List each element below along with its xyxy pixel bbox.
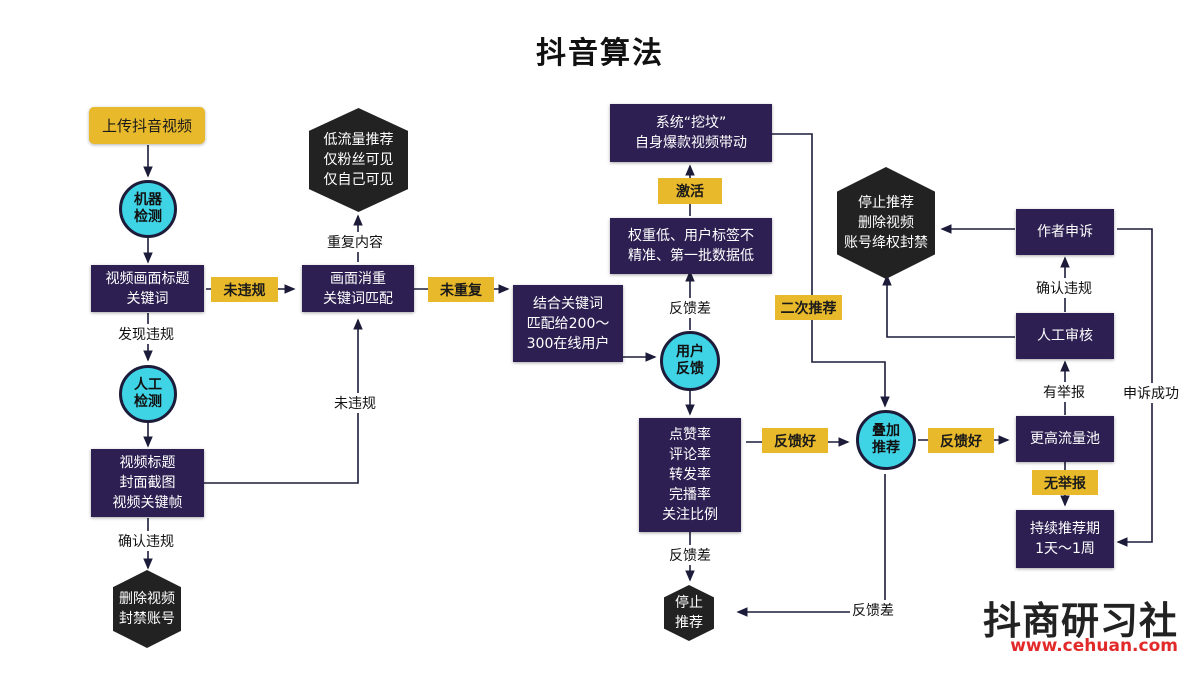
label-has-report: 有举报 (1041, 382, 1087, 402)
machine-check-line-1: 机器 (134, 192, 162, 208)
stop-recommend-node: 停止 推荐 (664, 585, 714, 641)
user-feedback-line-2: 反馈 (676, 361, 704, 377)
low-weight-line-1: 权重低、用户标签不 (628, 228, 754, 244)
dig-grave-node: 系统“挖坟” 自身爆款视频带动 (610, 104, 772, 162)
manual-check-line-1: 人工 (134, 377, 162, 393)
tag-good-feedback-2: 反馈好 (928, 428, 994, 453)
arrow-grave-to-stack (772, 133, 890, 408)
arrow-review-to-ban (882, 274, 1015, 338)
stop-delete-ban-line-1: 停止推荐 (858, 195, 914, 211)
arrow-stack-to-stop (736, 474, 886, 617)
dig-grave-line-1: 系统“挖坟” (655, 115, 727, 131)
low-traffic-node: 低流量推荐 仅粉丝可见 仅自己可见 (309, 108, 408, 212)
cover-frames-line-2: 封面截图 (119, 475, 176, 491)
tag-activate: 激活 (658, 178, 722, 204)
stop-delete-ban-node: 停止推荐 删除视频 账号绛权封禁 (837, 167, 935, 279)
match-users-line-2: 匹配给200～ (526, 315, 610, 332)
arrow-cover-to-dedupe (204, 318, 363, 484)
sustained-line-1: 持续推荐期 (1030, 521, 1100, 537)
machine-check-node: 机器 检测 (119, 180, 177, 238)
manual-check-node: 人工 检测 (119, 365, 177, 423)
stack-recommend-line-2: 推荐 (872, 440, 900, 456)
title-keywords-line-1: 视频画面标题 (105, 270, 190, 287)
label-no-violation: 未违规 (332, 393, 378, 413)
machine-check-line-2: 检测 (134, 209, 162, 225)
cover-frames-line-3: 视频关键帧 (112, 495, 183, 511)
stop-delete-ban-line-3: 账号绛权封禁 (844, 235, 928, 251)
tag-no-violation: 未违规 (211, 277, 278, 302)
label-confirm-violation-left: 确认违规 (116, 531, 176, 551)
label-duplicate-content: 重复内容 (325, 232, 385, 252)
dedupe-line-1: 画面消重 (330, 270, 386, 287)
label-found-violation: 发现违规 (116, 324, 176, 344)
user-feedback-line-1: 用户 (676, 344, 704, 360)
match-users-line-1: 结合关键词 (533, 295, 603, 312)
label-appeal-success: 申诉成功 (1121, 383, 1181, 403)
delete-ban-line-2: 封禁账号 (119, 611, 175, 627)
low-weight-line-2: 精准、第一批数据低 (628, 248, 754, 264)
manual-review-node: 人工审核 (1016, 313, 1114, 359)
tag-not-duplicate: 未重复 (428, 277, 494, 302)
low-traffic-line-2: 仅粉丝可见 (323, 152, 394, 168)
page-title: 抖音算法 (536, 36, 664, 71)
label-confirm-violation-right: 确认违规 (1034, 278, 1094, 298)
tag-good-feedback-1: 反馈好 (762, 428, 828, 453)
low-traffic-line-3: 仅自己可见 (323, 172, 394, 188)
low-weight-node: 权重低、用户标签不 精准、第一批数据低 (610, 218, 772, 274)
manual-check-line-2: 检测 (134, 394, 162, 410)
logo-name: 抖商研习社 (982, 599, 1178, 643)
author-appeal-node: 作者申诉 (1016, 209, 1114, 255)
cover-frames-line-1: 视频标题 (119, 455, 176, 471)
upload-video-node: 上传抖音视频 (89, 107, 205, 144)
dedupe-line-2: 关键词匹配 (323, 290, 393, 307)
metric-like-rate: 点赞率 (669, 427, 711, 443)
metric-completion-rate: 完播率 (669, 487, 711, 503)
metrics-node: 点赞率 评论率 转发率 完播率 关注比例 (639, 418, 741, 532)
sustained-line-2: 1天～1周 (1035, 541, 1095, 557)
stop-recommend-line-1: 停止 (675, 595, 703, 611)
cover-frames-node: 视频标题 封面截图 视频关键帧 (91, 449, 204, 517)
metric-comment-rate: 评论率 (669, 447, 711, 463)
stop-delete-ban-line-2: 删除视频 (858, 215, 914, 231)
logo-url: www.cehuan.com (1010, 636, 1178, 656)
title-keywords-line-2: 关键词 (126, 290, 169, 307)
low-traffic-line-1: 低流量推荐 (323, 132, 394, 148)
title-keywords-node: 视频画面标题 关键词 (91, 265, 204, 312)
sustained-node: 持续推荐期 1天～1周 (1016, 510, 1114, 568)
label-bad-feedback-top: 反馈差 (667, 298, 713, 318)
dedupe-node: 画面消重 关键词匹配 (302, 265, 414, 312)
match-users-line-3: 300在线用户 (526, 335, 610, 352)
user-feedback-node: 用户 反馈 (660, 331, 720, 391)
stack-recommend-line-1: 叠加 (872, 423, 900, 439)
stack-recommend-node: 叠加 推荐 (856, 410, 916, 470)
metric-share-rate: 转发率 (669, 467, 711, 483)
label-bad-feedback-right: 反馈差 (850, 600, 896, 620)
tag-second-recommendation: 二次推荐 (775, 295, 842, 320)
dig-grave-line-2: 自身爆款视频带动 (635, 135, 747, 151)
delete-ban-node: 删除视频 封禁账号 (113, 570, 181, 648)
stop-recommend-line-2: 推荐 (675, 615, 703, 631)
higher-pool-node: 更高流量池 (1016, 416, 1114, 462)
delete-ban-line-1: 删除视频 (119, 591, 175, 607)
metric-follow-ratio: 关注比例 (662, 507, 718, 523)
match-users-node: 结合关键词 匹配给200～ 300在线用户 (513, 285, 623, 362)
label-bad-feedback-bottom: 反馈差 (667, 545, 713, 565)
tag-no-report: 无举报 (1032, 470, 1098, 495)
